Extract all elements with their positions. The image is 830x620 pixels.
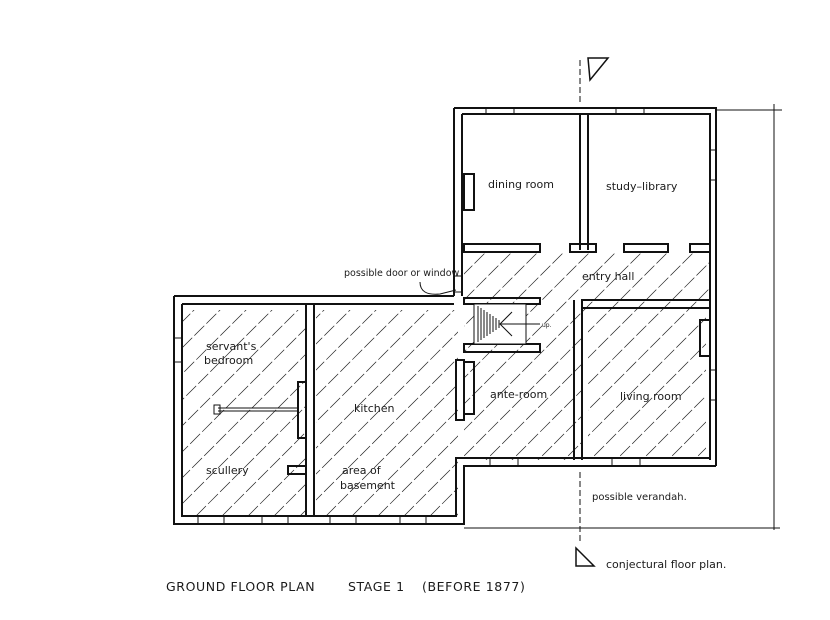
section-marker-top (579, 57, 610, 104)
caption-title: GROUND FLOOR PLAN (166, 579, 315, 594)
label-bedroom: bedroom (204, 354, 253, 367)
label-possible-verandah: possible verandah. (592, 492, 687, 503)
hatch-line (770, 240, 830, 540)
hatch-line (0, 240, 160, 540)
interior-walls (213, 114, 711, 516)
hatch-line (379, 252, 681, 518)
label-area-of: area of (342, 464, 382, 477)
hatch-line (0, 240, 134, 540)
caption-date: (BEFORE 1877) (422, 579, 525, 594)
hatch-line (665, 252, 710, 518)
label-ante-room: ante-room (490, 388, 547, 401)
label-living-room: living room (620, 390, 682, 403)
outer-walls (173, 107, 717, 525)
label-study-library: study–library (606, 180, 678, 193)
hatch-line (744, 240, 830, 540)
hatch-line (249, 252, 551, 518)
label-entry-hall: entry hall (582, 270, 634, 283)
label-kitchen: kitchen (354, 402, 395, 415)
label-basement: basement (340, 479, 396, 492)
hatch-line (0, 240, 30, 540)
label-scullery: scullery (206, 464, 249, 477)
label-possible-door: possible door or window (344, 268, 460, 279)
hatch-line (0, 240, 82, 540)
hatched-area (0, 240, 830, 540)
hatch-line (0, 240, 4, 540)
hatch-line (182, 252, 421, 518)
section-marker-bottom (575, 472, 596, 567)
hatch-line (182, 252, 265, 518)
hatch-line (223, 252, 525, 518)
hatch-line (182, 252, 395, 518)
drawing-caption: GROUND FLOOR PLAN STAGE 1 (BEFORE 1877) (166, 579, 525, 594)
hatch-line (182, 252, 291, 518)
hatch-line (691, 252, 710, 518)
hatch-line (353, 252, 655, 518)
hatch-line (301, 252, 603, 518)
room-labels: dining room study–library entry hall ser… (204, 178, 682, 492)
hatch-line (182, 252, 473, 518)
label-dining-room: dining room (488, 178, 554, 191)
verandah-outline (464, 104, 782, 530)
windows (173, 107, 717, 525)
hatch-line (0, 240, 56, 540)
hatch-line (182, 252, 187, 518)
annotation-labels: possible door or window possible veranda… (344, 268, 726, 571)
hatch-line (182, 252, 239, 518)
door-leader-line (419, 281, 457, 295)
hatch-line (327, 252, 629, 518)
staircase: up. (473, 303, 552, 345)
hatch-line (182, 252, 369, 518)
hatch-line (182, 252, 213, 518)
hatch-line (822, 240, 830, 540)
label-servants: servant's (206, 340, 257, 353)
stair-up-label: up. (542, 322, 552, 329)
hatch-line (182, 252, 447, 518)
hatch-line (182, 252, 317, 518)
caption-stage: STAGE 1 (348, 579, 405, 594)
hatch-line (0, 240, 108, 540)
hatch-line (796, 240, 830, 540)
hatch-line (275, 252, 577, 518)
label-conjectural: conjectural floor plan. (606, 558, 726, 571)
